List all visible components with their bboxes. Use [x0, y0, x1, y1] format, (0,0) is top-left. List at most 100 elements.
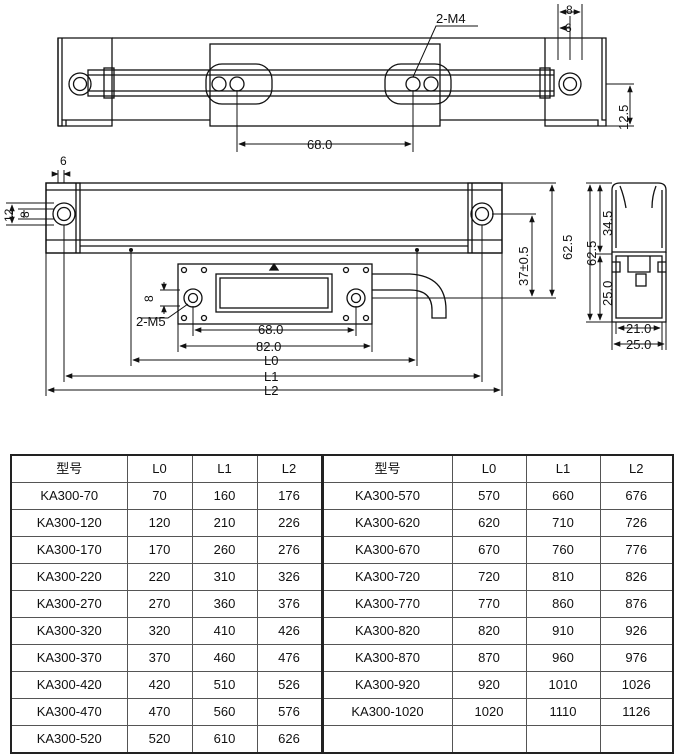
table-cell: 710 [525, 509, 601, 537]
front-length-l2: L2 [264, 383, 278, 398]
table-header-cell: L2 [256, 454, 323, 483]
front-reader-height: 37±0.5 [516, 246, 531, 286]
table-cell: 376 [256, 590, 323, 618]
table-cell: 670 [451, 536, 527, 564]
table-cell: 370 [126, 644, 193, 672]
side-inner-width: 21.0 [626, 321, 651, 336]
table-cell: KA300-120 [10, 509, 128, 537]
table-cell: KA300-820 [320, 617, 453, 645]
table-header-cell: L1 [191, 454, 258, 483]
front-view-markers [129, 248, 419, 252]
table-cell: KA300-620 [320, 509, 453, 537]
table-cell: 1026 [599, 671, 674, 699]
table-cell: 70 [126, 482, 193, 510]
table-cell: 770 [451, 590, 527, 618]
table-cell: KA300-320 [10, 617, 128, 645]
top-end-height: 12.5 [616, 105, 631, 130]
table-cell: 760 [525, 536, 601, 564]
table-cell: KA300-170 [10, 536, 128, 564]
table-header-cell: L0 [451, 454, 527, 483]
table-cell: 560 [191, 698, 258, 726]
front-view-dimensions [6, 170, 556, 396]
table-cell: 826 [599, 563, 674, 591]
table-cell: 810 [525, 563, 601, 591]
table-cell: 476 [256, 644, 323, 672]
table-cell: 976 [599, 644, 674, 672]
table-cell: 360 [191, 590, 258, 618]
table-cell: 460 [191, 644, 258, 672]
table-cell: 170 [126, 536, 193, 564]
technical-drawing: 2-M4 68.0 8 6 12.5 [2, 3, 667, 398]
table-cell: 410 [191, 617, 258, 645]
table-cell: 610 [191, 725, 258, 754]
table-cell [525, 725, 601, 754]
table-cell: 260 [191, 536, 258, 564]
table-cell: 620 [451, 509, 527, 537]
table-cell: 960 [525, 644, 601, 672]
table-cell: 870 [451, 644, 527, 672]
side-view-dimensions [586, 182, 667, 350]
table-header-cell: L1 [525, 454, 601, 483]
side-view [611, 182, 667, 323]
table-cell: 820 [451, 617, 527, 645]
front-reader-hole-dim: 8 [142, 295, 156, 302]
table-cell: 1010 [525, 671, 601, 699]
table-cell: 326 [256, 563, 323, 591]
table-cell: 576 [256, 698, 323, 726]
table-cell: KA300-270 [10, 590, 128, 618]
table-cell: KA300-570 [320, 482, 453, 510]
table-cell: 270 [126, 590, 193, 618]
table-cell: 1126 [599, 698, 674, 726]
table-cell: 920 [451, 671, 527, 699]
top-tap-label: 2-M4 [436, 11, 466, 26]
table-cell: KA300-670 [320, 536, 453, 564]
table-cell: 470 [126, 698, 193, 726]
table-cell: KA300-70 [10, 482, 128, 510]
front-total-height: 62.5 [560, 235, 575, 260]
table-cell: 420 [126, 671, 193, 699]
table-cell: 676 [599, 482, 674, 510]
table-cell: 510 [191, 671, 258, 699]
table-cell: KA300-470 [10, 698, 128, 726]
table-cell: KA300-220 [10, 563, 128, 591]
side-upper-height: 34.5 [600, 211, 615, 236]
front-length-l0: L0 [264, 353, 278, 368]
table-cell: 226 [256, 509, 323, 537]
table-cell: 426 [256, 617, 323, 645]
table-cell: 210 [191, 509, 258, 537]
front-hole-dim-outer: 12 [2, 208, 16, 222]
table-cell: KA300-870 [320, 644, 453, 672]
top-hole-spacing: 68.0 [307, 137, 332, 152]
table-cell: 1110 [525, 698, 601, 726]
table-cell: 926 [599, 617, 674, 645]
table-cell: 220 [126, 563, 193, 591]
table-cell: 726 [599, 509, 674, 537]
front-reader-length: 82.0 [256, 339, 281, 354]
top-view [57, 37, 607, 127]
side-total-height: 62.5 [584, 241, 599, 266]
table-header-cell: 型号 [320, 454, 453, 483]
table-cell: 120 [126, 509, 193, 537]
front-length-l1: L1 [264, 369, 278, 384]
table-cell: KA300-520 [10, 725, 128, 754]
table-cell [599, 725, 674, 754]
table-cell: 520 [126, 725, 193, 754]
table-cell: KA300-720 [320, 563, 453, 591]
table-cell: 160 [191, 482, 258, 510]
table-cell [320, 725, 453, 754]
table-header-cell: L0 [126, 454, 193, 483]
table-cell: KA300-420 [10, 671, 128, 699]
side-outer-width: 25.0 [626, 337, 651, 352]
top-view-dimensions [236, 4, 634, 152]
